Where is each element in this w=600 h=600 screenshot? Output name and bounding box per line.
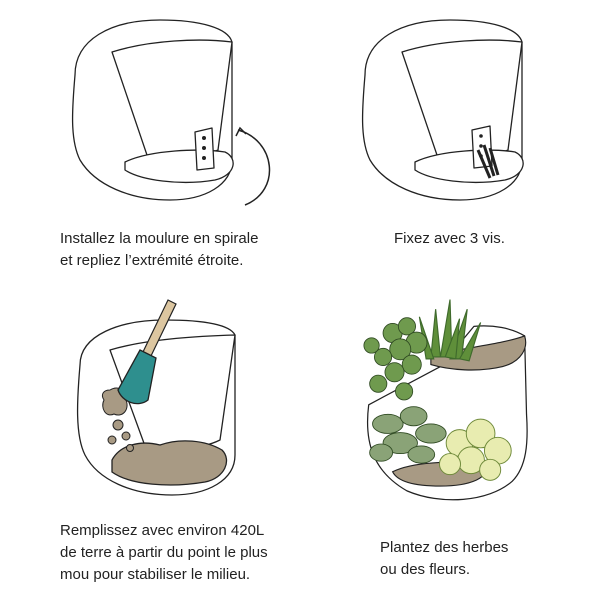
step-2-panel: Fixez avec 3 vis. (300, 0, 600, 300)
planting-illustration (363, 299, 528, 501)
screw-fixing-illustration (361, 19, 524, 201)
soil-filling-illustration (76, 299, 236, 496)
step-3-caption: Remplissez avec environ 420L de terre à … (60, 522, 268, 583)
step-4-caption: Plantez des herbes ou des fleurs. (380, 539, 509, 578)
lettuce-plant (439, 418, 512, 481)
soil-heap (111, 440, 228, 486)
step-1-panel: Installez la moulure en spirale et repli… (0, 0, 300, 300)
screw-icon (476, 144, 500, 179)
upper-soil (430, 335, 527, 371)
spiral-molding-illustration (71, 19, 271, 206)
parsley-plant (363, 317, 428, 401)
step-1-caption: Installez la moulure en spirale et repli… (60, 230, 259, 269)
step-2-caption: Fixez avec 3 vis. (394, 230, 505, 247)
basil-plant (369, 406, 447, 464)
trowel-icon (117, 299, 177, 405)
spiral-floor (414, 149, 524, 184)
step-4-panel: Plantez des herbes ou des fleurs. (300, 290, 600, 590)
fold-arrow-icon (237, 129, 271, 206)
step-3-panel: Remplissez avec environ 420L de terre à … (0, 290, 300, 590)
